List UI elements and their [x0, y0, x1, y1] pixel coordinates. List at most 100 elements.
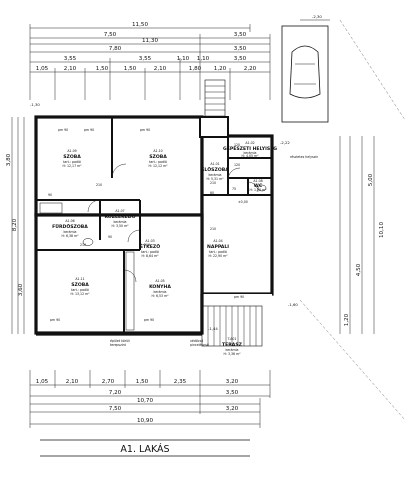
svg-text:A1.09: A1.09 [67, 149, 76, 153]
top-dim-r5-1: 3,55 [139, 56, 152, 62]
svg-text:1,20: 1,20 [344, 313, 350, 326]
top-dim-r6-5: 1,80 [189, 66, 202, 72]
svg-text:210: 210 [210, 181, 216, 185]
svg-text:kerámia: kerámia [226, 348, 239, 352]
room-label-etkezo: A1.03 ÉTKEZŐ tart.: padló H: 8,64 m² [140, 239, 160, 258]
svg-text:tart.: padló: tart.: padló [141, 250, 159, 254]
svg-text:120: 120 [234, 163, 240, 167]
svg-text:210: 210 [210, 227, 216, 231]
svg-text:3,50: 3,50 [226, 390, 239, 396]
door-swings [87, 163, 259, 283]
svg-text:kerámia: kerámia [154, 290, 167, 294]
svg-text:A1.06: A1.06 [65, 219, 74, 223]
svg-text:A1.05: A1.05 [155, 279, 164, 283]
svg-text:A1.08: A1.08 [253, 179, 262, 183]
svg-text:5,00: 5,00 [368, 173, 374, 186]
top-dim-r6-0: 1,05 [36, 66, 49, 72]
svg-text:7,20: 7,20 [109, 390, 122, 396]
svg-text:pm 90: pm 90 [58, 128, 68, 132]
opening-annotations: pm 90 pm 90 pm 90 pm 90 pm 90 pm 90 210 … [48, 128, 244, 322]
level-right-2: -1,60 [288, 302, 298, 307]
top-dim-r5-0: 3,55 [64, 56, 77, 62]
svg-text:210: 210 [144, 243, 150, 247]
page-title: A1. LAKÁS [120, 443, 169, 455]
kitchen-counter [125, 251, 135, 331]
top-dim-3-50b: 3,50 [234, 46, 247, 52]
level-right-1: -2,22 [280, 140, 290, 145]
svg-text:pm 90: pm 90 [140, 128, 150, 132]
svg-text:90: 90 [108, 235, 112, 239]
svg-text:KÖZLEKEDŐ: KÖZLEKEDŐ [104, 213, 135, 220]
svg-text:H: 1,26 m²: H: 1,26 m² [250, 188, 268, 192]
svg-text:3,60: 3,60 [18, 283, 24, 296]
svg-text:3,20: 3,20 [226, 379, 239, 385]
top-dim-11-30: 11,30 [142, 38, 158, 44]
top-dim-r6-2: 1,50 [96, 66, 109, 72]
svg-text:ÉTKEZŐ: ÉTKEZŐ [140, 242, 160, 250]
note-mid-2: pincelépcső [190, 343, 209, 347]
svg-text:210: 210 [96, 183, 102, 187]
top-dim-total: 11,50 [132, 22, 148, 28]
top-dim-r6-3: 1,50 [124, 66, 137, 72]
top-dim-7-50: 7,50 [104, 32, 117, 38]
room-label-konyha: A1.05 KONYHA kerámia H: 6,53 m² [149, 279, 171, 298]
svg-text:tart.: padló: tart.: padló [71, 288, 89, 292]
svg-text:7,50: 7,50 [109, 406, 122, 412]
svg-text:KONYHA: KONYHA [149, 284, 171, 290]
car-icon [289, 45, 321, 99]
svg-text:A1.01: A1.01 [210, 162, 219, 166]
svg-text:10,10: 10,10 [379, 222, 385, 238]
svg-text:H: 6,53 m²: H: 6,53 m² [152, 294, 170, 298]
room-label-nappali: A1.04 NAPPALI tart.: padló H: 22,90 m² [207, 239, 229, 258]
note-left: épület körüli [110, 339, 130, 343]
top-dim-r5-4: 3,50 [234, 56, 247, 62]
svg-text:TERASZ: TERASZ [222, 342, 243, 348]
svg-text:WC: WC [254, 183, 263, 189]
svg-text:60: 60 [210, 191, 214, 195]
svg-text:NAPPALI: NAPPALI [207, 244, 229, 250]
svg-text:1,50: 1,50 [136, 379, 149, 385]
svg-text:A1.02: A1.02 [245, 141, 254, 145]
svg-text:H: 12,17 m²: H: 12,17 m² [62, 164, 82, 168]
svg-text:tart.: padló: tart.: padló [209, 250, 227, 254]
svg-text:GÉPÉSZETI HELYISÉG: GÉPÉSZETI HELYISÉG [223, 144, 277, 152]
top-dim-r6-6: 1,20 [214, 66, 227, 72]
svg-text:120: 120 [234, 143, 240, 147]
top-dim-7-80: 7,80 [109, 46, 122, 52]
note-mid: védőcső [190, 339, 203, 343]
svg-text:75: 75 [232, 187, 236, 191]
svg-text:2,35: 2,35 [174, 379, 187, 385]
svg-text:pm 90: pm 90 [144, 318, 154, 322]
svg-text:90: 90 [48, 193, 52, 197]
svg-text:H: 3,50 m²: H: 3,50 m² [112, 224, 130, 228]
svg-text:kerámia: kerámia [64, 230, 77, 234]
room-label-furdoszoba: A1.06 FÜRDŐSZOBA kerámia H: 6,38 m² [52, 219, 88, 238]
svg-text:8,20: 8,20 [12, 218, 18, 231]
svg-text:3,20: 3,20 [226, 406, 239, 412]
level-wc: ±0,00 [238, 200, 248, 204]
room-label-szoba-2: A1.10 SZOBA tart.: padló H: 12,12 m² [148, 149, 168, 168]
drawing-title: A1. LAKÁS [40, 439, 250, 457]
svg-text:H: 13,12 m²: H: 13,12 m² [70, 292, 90, 296]
left-dimension-chains: 3,80 8,20 3,60 [6, 117, 25, 334]
room-label-szoba-1: A1.09 SZOBA tart.: padló H: 12,17 m² [62, 149, 82, 168]
svg-text:H: 5,31 m²: H: 5,31 m² [207, 177, 225, 181]
svg-text:A1.11: A1.11 [75, 277, 84, 281]
svg-text:tart.: padló: tart.: padló [149, 160, 167, 164]
svg-text:2,70: 2,70 [102, 379, 115, 385]
top-dim-r6-7: 2,20 [244, 66, 257, 72]
top-dimension-chains: 11,50 7,50 3,50 11,30 7,80 3,50 3,55 3,5… [29, 22, 271, 100]
room-label-kozlekedo: A1.07 KÖZLEKEDŐ kerámia H: 3,50 m² [104, 209, 135, 228]
parking-area [281, 19, 406, 123]
svg-text:2,10: 2,10 [66, 379, 79, 385]
svg-text:kerámia: kerámia [244, 151, 257, 155]
note-left-2: terepszint [110, 343, 127, 347]
svg-text:H: 22,90 m²: H: 22,90 m² [208, 254, 228, 258]
svg-text:pm 90: pm 90 [50, 318, 60, 322]
top-dim-3-50: 3,50 [234, 32, 247, 38]
svg-text:A1.03: A1.03 [145, 239, 154, 243]
svg-text:T.A01: T.A01 [227, 337, 237, 341]
svg-text:H: 3,36 m²: H: 3,36 m² [224, 352, 242, 356]
svg-text:1,05: 1,05 [36, 379, 49, 385]
